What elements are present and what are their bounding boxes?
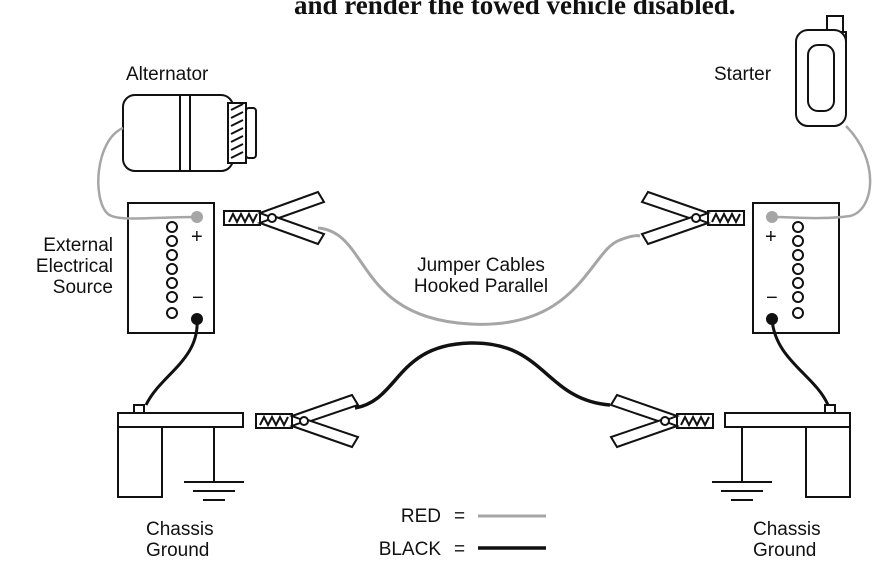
right-chassis-label-line2: Ground — [753, 540, 816, 561]
right-ground-symbol-icon — [712, 427, 772, 501]
starter-icon — [795, 15, 847, 127]
jumper-label-line1: Jumper Cables — [417, 255, 545, 276]
alternator-icon — [122, 94, 257, 172]
alternator-label: Alternator — [126, 64, 209, 85]
left-ground-symbol-icon — [184, 427, 244, 501]
towed-vehicle-battery — [752, 202, 840, 334]
right-ground-wire — [770, 318, 830, 406]
right-black-clamp — [609, 393, 714, 449]
right-chassis — [724, 404, 851, 498]
left-chassis-label-line1: Chassis — [146, 519, 214, 540]
right-negative-sign: − — [766, 287, 778, 309]
black-jumper-cable — [354, 341, 611, 410]
left-red-clamp — [223, 190, 326, 246]
external-label-line2: Electrical — [36, 256, 113, 277]
right-chassis-label-line1: Chassis — [753, 519, 821, 540]
starter-label: Starter — [714, 64, 772, 85]
left-black-clamp — [255, 393, 360, 449]
title-fragment: and render the towed vehicle disabled. — [294, 0, 736, 20]
left-negative-sign: − — [192, 287, 204, 309]
alternator-red-wire — [97, 126, 198, 220]
legend-red-equals: = — [454, 506, 465, 527]
legend: RED = BLACK = — [379, 506, 546, 560]
legend-black-label: BLACK — [379, 539, 442, 560]
external-battery — [127, 202, 215, 334]
external-label-line3: Source — [53, 277, 113, 298]
legend-black-equals: = — [454, 539, 465, 560]
left-chassis-label-line2: Ground — [146, 540, 209, 561]
jumper-label-line2: Hooked Parallel — [414, 276, 548, 297]
starter-red-wire — [771, 125, 872, 220]
left-positive-sign: + — [191, 226, 203, 248]
left-ground-wire — [144, 318, 199, 406]
external-label-line1: External — [43, 235, 113, 256]
legend-red-label: RED — [401, 506, 441, 527]
red-jumper-cable — [317, 226, 641, 326]
right-positive-sign: + — [765, 226, 777, 248]
left-chassis — [117, 404, 244, 498]
right-red-clamp — [640, 190, 745, 246]
